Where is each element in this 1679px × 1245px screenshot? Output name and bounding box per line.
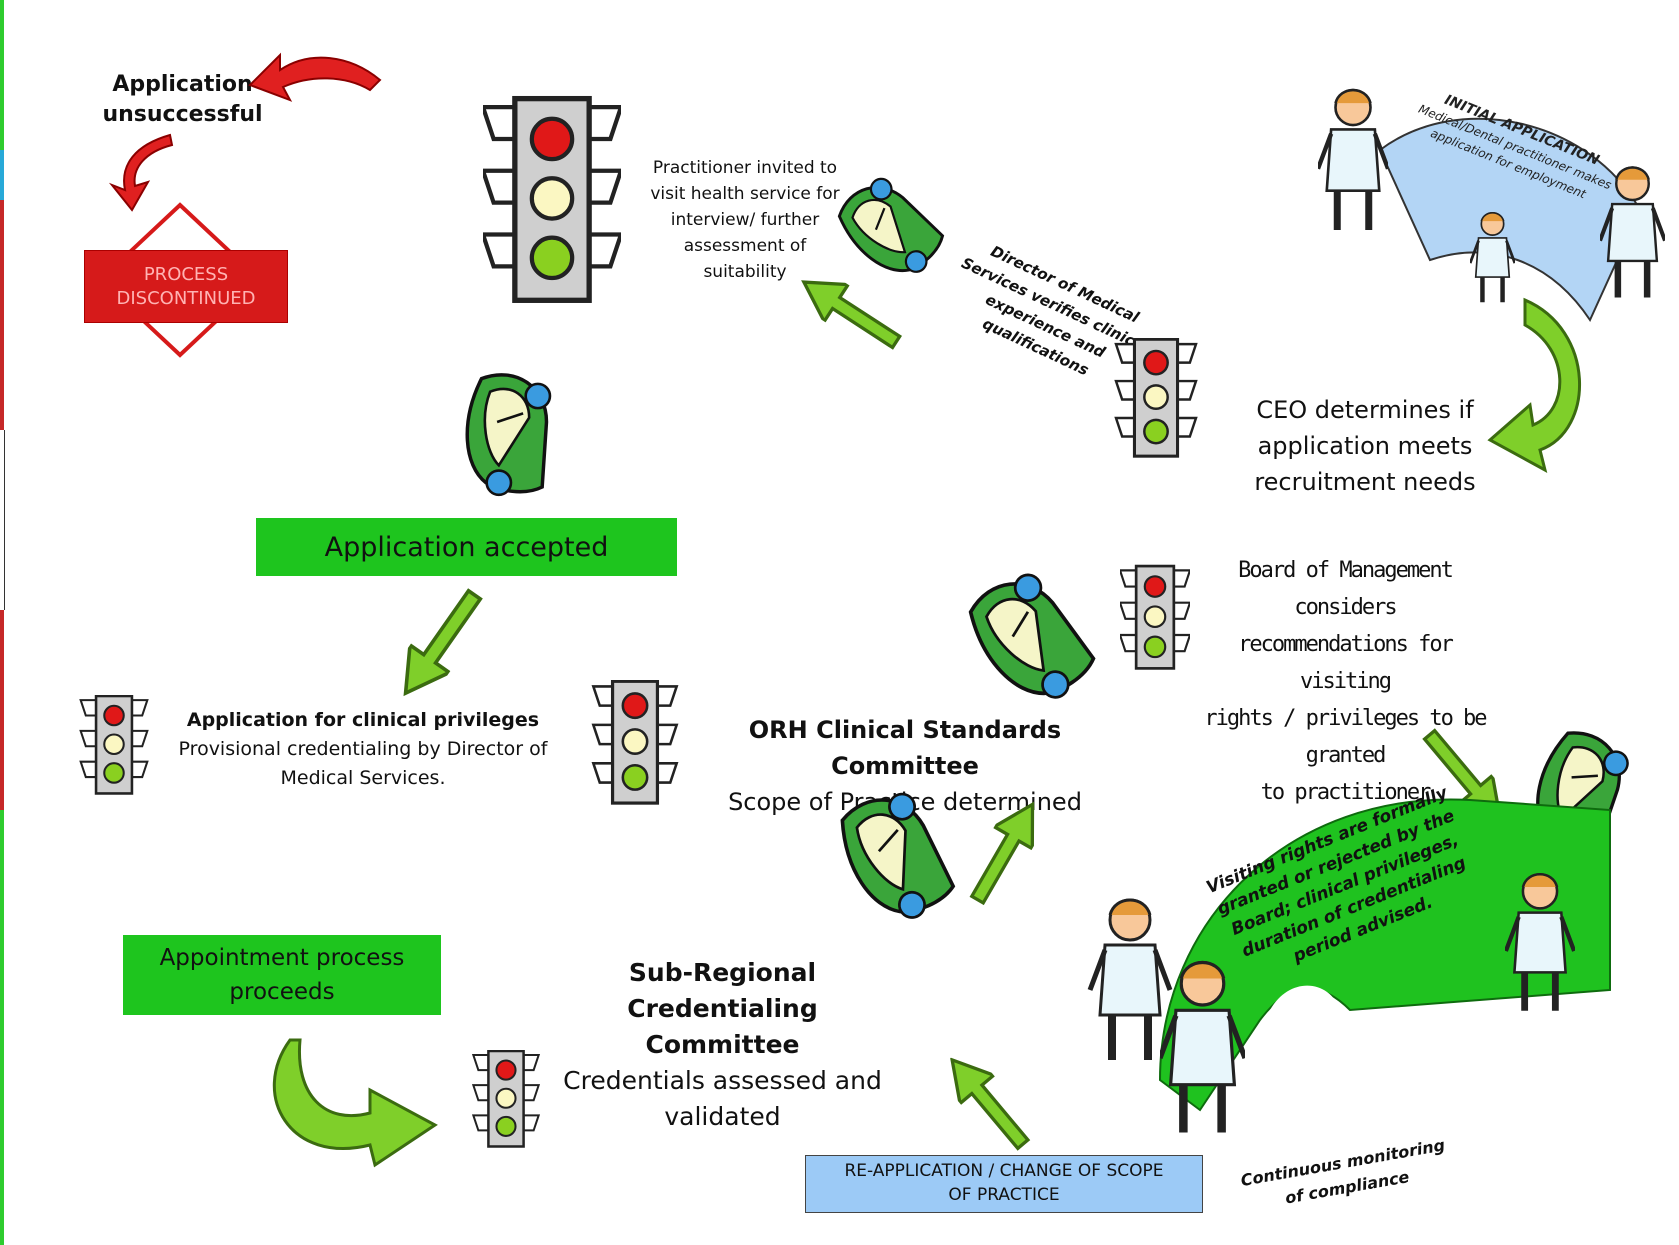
interview-line1: Practitioner invited to — [652, 158, 838, 178]
subregional-text: Sub-Regional Credentialing Committee Cre… — [545, 955, 900, 1135]
discontinued-line1: PROCESS — [143, 263, 229, 285]
reapplication-box: RE-APPLICATION / CHANGE OF SCOPE OF PRAC… — [805, 1155, 1203, 1213]
visiting-rights-fan — [1158, 798, 1611, 1112]
monitoring-text: Continuous monitoring of compliance — [1237, 1132, 1452, 1218]
discontinued-line2: DISCONTINUED — [116, 287, 256, 309]
reapp-line1: RE-APPLICATION / CHANGE OF SCOPE — [844, 1161, 1164, 1181]
application-accepted-box: Application accepted — [256, 518, 677, 576]
interview-text: Practitioner invited to visit health ser… — [640, 155, 850, 285]
interview-line2: visit health service for — [650, 184, 840, 204]
process-discontinued-box: PROCESS DISCONTINUED — [84, 250, 288, 323]
subregional-line4: validated — [664, 1102, 781, 1131]
green-arrow-icon — [383, 577, 497, 711]
edge-bar-green-bottom — [0, 810, 4, 1245]
interview-line3: interview/ further — [670, 210, 820, 230]
subregional-line3: Credentials assessed and — [563, 1066, 882, 1095]
green-arrow-icon — [934, 1044, 1042, 1160]
board-line2: recommendations for visiting — [1238, 632, 1454, 694]
interview-line5: suitability — [703, 262, 787, 282]
clinical-priv-line1: Provisional credentialing by Director of — [178, 738, 548, 760]
appointment-line1: Appointment process — [159, 945, 405, 971]
ceo-line2: application meets — [1257, 432, 1473, 460]
red-arrow-top-icon — [248, 52, 382, 102]
appointment-proceeds-box: Appointment process proceeds — [123, 935, 441, 1015]
ceo-line3: recruitment needs — [1254, 468, 1476, 496]
edge-bar-red-mid — [0, 610, 4, 810]
ceo-line1: CEO determines if — [1256, 396, 1474, 424]
car-icon — [943, 551, 1117, 729]
appointment-line2: proceeds — [229, 979, 335, 1005]
board-text: Board of Management considers recommenda… — [1190, 552, 1500, 811]
ceo-text: CEO determines if application meets recr… — [1240, 392, 1490, 500]
subregional-line2: Committee — [645, 1030, 800, 1059]
board-line4: to practitioner — [1260, 780, 1432, 805]
doctor-icon — [1160, 955, 1245, 1140]
dentist-icon — [1505, 870, 1575, 1015]
nurse-icon — [1318, 85, 1388, 235]
clinical-privileges-text: Application for clinical privileges Prov… — [168, 706, 558, 793]
curved-green-arrow-icon — [272, 1038, 438, 1168]
doctor-icon — [1600, 160, 1665, 305]
curved-green-arrow-icon — [1487, 297, 1581, 473]
car-icon — [455, 370, 560, 500]
board-line1: Board of Management considers — [1238, 558, 1454, 620]
traffic-light-icon — [590, 680, 680, 805]
edge-bar-green-top — [0, 0, 4, 150]
traffic-light-icon — [1120, 555, 1190, 680]
reapp-line2: OF PRACTICE — [948, 1185, 1060, 1205]
traffic-light-icon — [470, 1050, 542, 1148]
traffic-light-icon — [78, 695, 150, 795]
orh-title: ORH Clinical Standards Committee — [748, 716, 1062, 780]
interview-line4: assessment of — [683, 236, 807, 256]
edge-bar-red-top — [0, 200, 4, 430]
unsuccessful-label: Application unsuccessful — [102, 72, 263, 127]
edge-bar-blue — [0, 150, 4, 200]
subregional-line1: Sub-Regional Credentialing — [627, 958, 818, 1023]
clinical-priv-title: Application for clinical privileges — [186, 709, 540, 731]
traffic-light-icon — [1112, 338, 1200, 458]
accepted-label: Application accepted — [324, 531, 609, 563]
board-line3: rights / privileges to be granted — [1204, 706, 1487, 768]
edge-bar-white — [0, 430, 5, 610]
red-arrow-down-icon — [108, 133, 174, 212]
clinical-priv-line2: Medical Services. — [280, 767, 446, 789]
traffic-light-icon — [483, 95, 621, 305]
